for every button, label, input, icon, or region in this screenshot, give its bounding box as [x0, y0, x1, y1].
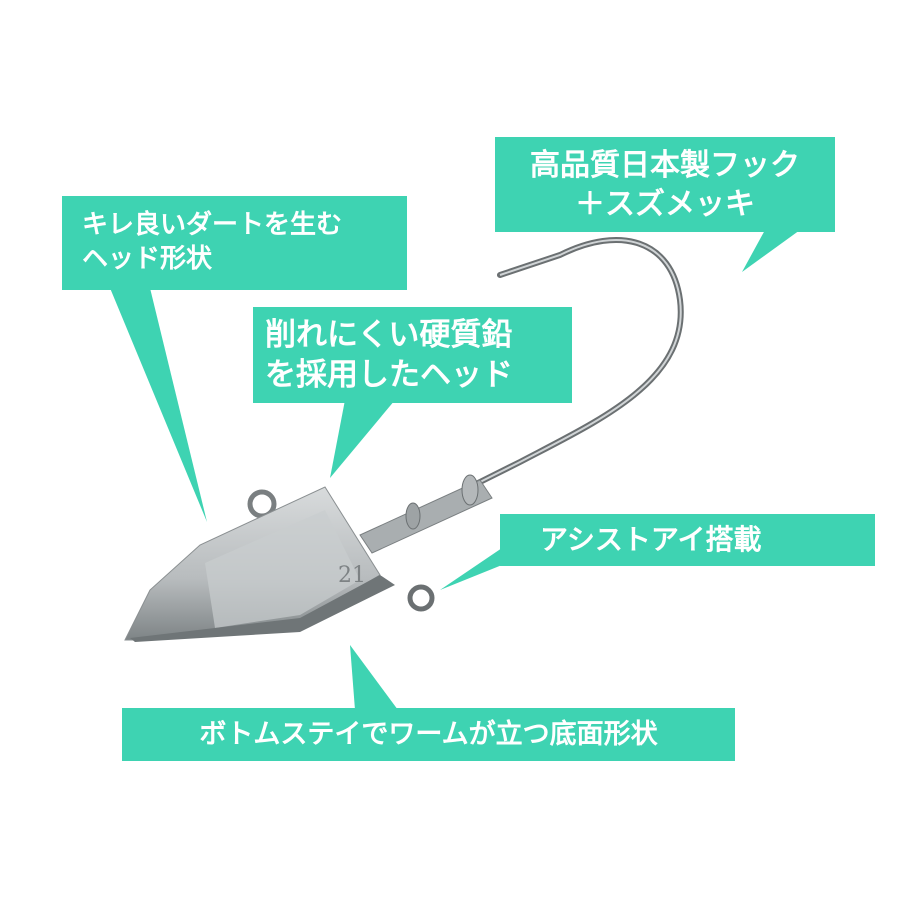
weight-marking: 21 [338, 563, 366, 588]
tail-assist-eye [440, 548, 502, 590]
hook-collar [359, 474, 493, 554]
callout-head-shape: キレ良いダートを生む ヘッド形状 [62, 196, 407, 290]
tail-bottom [350, 645, 398, 710]
callout-text: 高品質日本製フック [530, 147, 800, 183]
tail-head-shape [110, 288, 207, 522]
callout-assist-eye: アシストアイ搭載 [500, 514, 875, 566]
callout-text: ＋スズメッキ [575, 186, 755, 222]
callout-hook: 高品質日本製フック ＋スズメッキ [495, 137, 835, 232]
callout-text: アシストアイ搭載 [540, 522, 762, 556]
callout-text: 削れにくい硬質鉛 [265, 316, 513, 353]
callout-bottom: ボトムステイでワームが立つ底面形状 [122, 708, 735, 761]
tail-hook [742, 230, 800, 272]
assist-eye [407, 584, 435, 612]
callout-text: ヘッド形状 [82, 244, 213, 274]
callout-text: キレ良いダートを生む [82, 210, 343, 241]
callout-text: ボトムステイでワームが立つ底面形状 [199, 718, 658, 750]
tail-lead [330, 400, 395, 478]
callout-text: を採用したヘッド [265, 357, 513, 393]
callout-tails [110, 230, 800, 710]
callout-lead: 削れにくい硬質鉛 を採用したヘッド [253, 307, 572, 403]
